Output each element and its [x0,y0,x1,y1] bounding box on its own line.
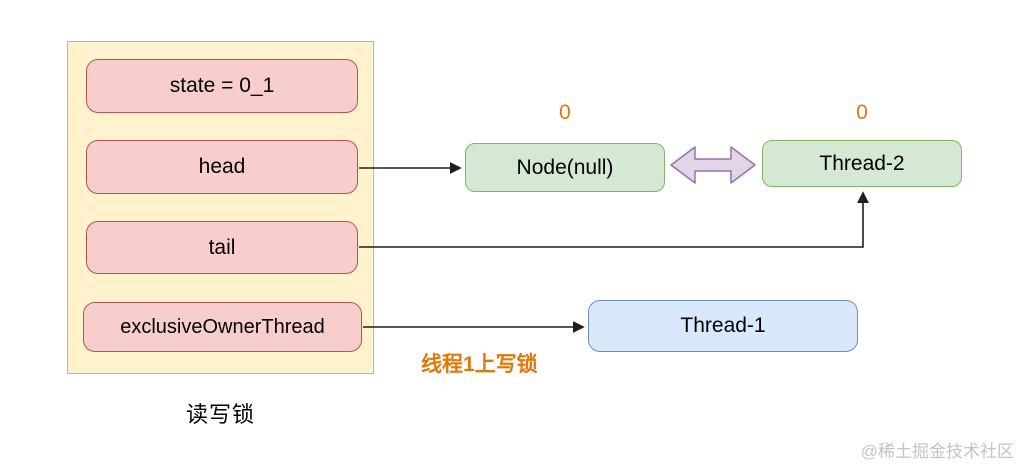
thread-1-label: Thread-1 [680,314,766,337]
bidirectional-link-arrow [670,146,756,184]
watermark: @稀土掘金技术社区 [860,442,1014,461]
field-exclusive-owner-thread-label: exclusiveOwnerThread [120,315,325,338]
thread2-waitstatus-label: 0 [856,101,868,124]
tail-to-thread2-arrow [359,191,869,248]
field-head-label: head [198,155,246,178]
field-state-label: state = 0_1 [169,74,275,97]
lock-caption: 读写锁 [185,402,255,427]
field-tail: tail [86,221,358,274]
thread-1-box: Thread-1 [588,300,858,352]
field-exclusive-owner-thread: exclusiveOwnerThread [83,302,362,352]
node-null-label: Node(null) [516,155,614,179]
field-state: state = 0_1 [86,59,358,113]
node-waitstatus-label: 0 [559,101,571,124]
node-null-box: Node(null) [465,143,665,192]
write-lock-annotation: 线程1上写锁 [421,353,538,376]
thread-2-box: Thread-2 [762,140,962,187]
field-tail-label: tail [208,235,236,259]
thread-2-label: Thread-2 [819,151,905,175]
field-head: head [86,140,358,194]
